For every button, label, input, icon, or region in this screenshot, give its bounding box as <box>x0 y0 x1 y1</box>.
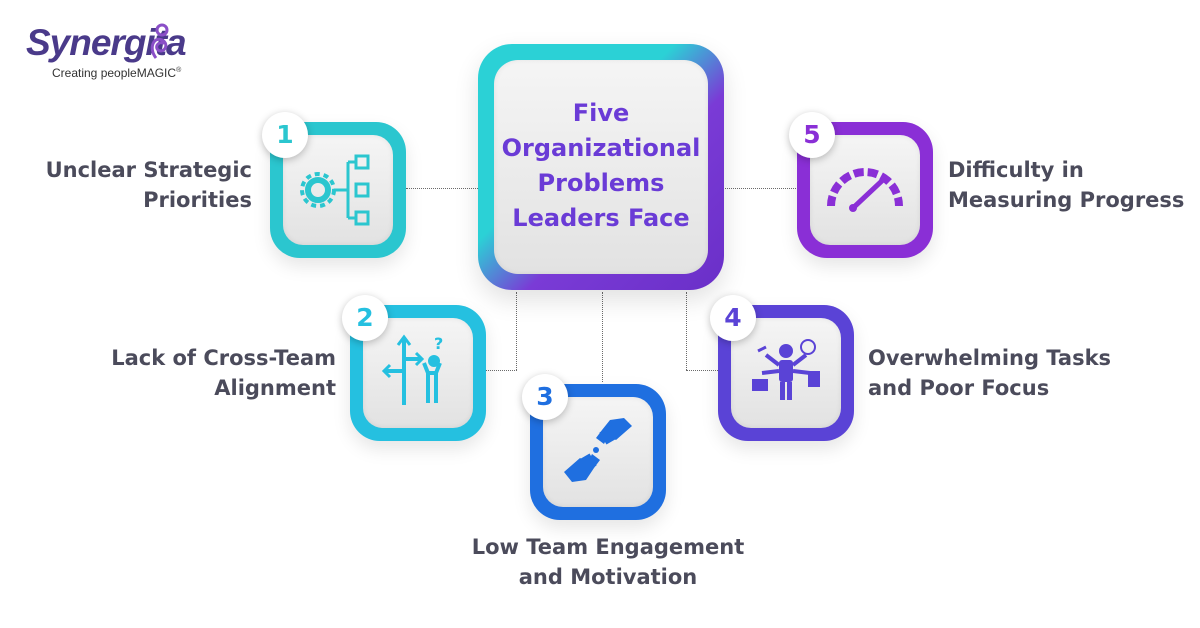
connector-1 <box>406 188 486 189</box>
problem-5-label: Difficulty in Measuring Progress <box>948 158 1185 212</box>
problem-3-number: 3 <box>522 374 568 420</box>
problem-5-card <box>810 135 920 245</box>
problem-2-label: Lack of Cross-Team Alignment <box>111 346 336 400</box>
multitasking-person-icon <box>752 339 820 400</box>
connector-4-horizontal <box>686 370 718 371</box>
brand-logo-icon <box>150 23 169 59</box>
connector-4-vertical <box>686 292 687 370</box>
strategy-gear-checklist-icon <box>300 154 370 226</box>
problem-2-card <box>363 318 473 428</box>
problem-1-label: Unclear Strategic Priorities <box>45 158 252 212</box>
connector-2-horizontal <box>486 370 517 371</box>
puzzle-hands-icon <box>564 418 632 482</box>
confused-signpost-icon: ? <box>381 334 443 405</box>
problem-1-number: 1 <box>262 112 308 158</box>
connector-5 <box>720 188 800 189</box>
brand-tagline: Creating peopleMAGIC® <box>52 66 182 80</box>
problem-4-label: Overwhelming Tasks and Poor Focus <box>868 346 1112 400</box>
problem-5-number: 5 <box>789 112 835 158</box>
connector-2-vertical <box>516 292 517 370</box>
center-card <box>494 60 708 274</box>
svg-text:?: ? <box>434 334 443 353</box>
connector-3 <box>602 292 603 382</box>
center-title: Five Organizational Problems Leaders Fac… <box>501 99 701 232</box>
problem-2-number: 2 <box>342 295 388 341</box>
problem-4-number: 4 <box>710 295 756 341</box>
speedometer-icon <box>827 168 903 212</box>
problem-3-label: Low Team Engagement and Motivation <box>471 535 745 589</box>
